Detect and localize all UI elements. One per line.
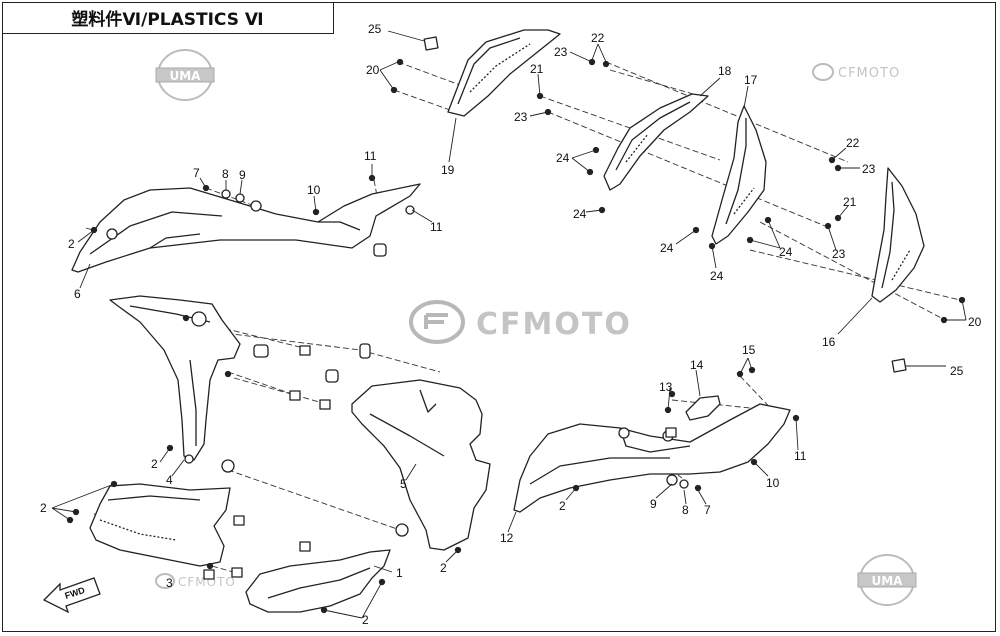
part-1-lower-center-panel <box>245 549 391 613</box>
callout-15: 15 <box>742 343 756 357</box>
callout-18: 18 <box>718 64 732 78</box>
callout-numbers: 25 20 19 22 23 21 23 18 17 24 24 22 23 2… <box>40 22 982 627</box>
callout-13: 13 <box>659 380 673 394</box>
callout-22: 22 <box>591 31 605 45</box>
cfmoto-logo-text: CFMOTO <box>838 66 900 81</box>
part-18-side-bracket <box>603 93 709 191</box>
callout-22: 22 <box>846 136 860 150</box>
callout-2: 2 <box>362 613 369 627</box>
callout-6: 6 <box>74 287 81 301</box>
cfmoto-logo-bottom-left: CFMOTO <box>155 573 236 589</box>
uma-badge-text: UMA <box>872 574 904 588</box>
part-19-inner-panel <box>447 29 561 117</box>
callout-20: 20 <box>366 63 380 77</box>
callout-21: 21 <box>530 62 544 76</box>
callout-23: 23 <box>832 247 846 261</box>
uma-badge-top-left: UMA <box>155 49 215 101</box>
callout-7: 7 <box>704 503 711 517</box>
callout-19: 19 <box>441 163 455 177</box>
callout-7: 7 <box>193 166 200 180</box>
callout-20: 20 <box>968 315 982 329</box>
callout-3: 3 <box>166 576 173 590</box>
leader-lines <box>51 30 967 619</box>
diagram-title: 塑料件Ⅵ/PLASTICS Ⅵ <box>2 2 334 34</box>
callout-2: 2 <box>40 501 47 515</box>
callout-11: 11 <box>794 449 807 463</box>
cfmoto-logo-center: CFMOTO <box>409 300 632 344</box>
uma-badge-text: UMA <box>170 69 202 83</box>
callout-10: 10 <box>766 476 780 490</box>
callout-24: 24 <box>710 269 724 283</box>
part-3-lower-front-cowl <box>89 483 231 567</box>
callout-9: 9 <box>650 497 657 511</box>
callout-2: 2 <box>440 561 447 575</box>
callout-2: 2 <box>151 457 158 471</box>
callout-10: 10 <box>307 183 321 197</box>
part-4-front-side-fairing <box>109 295 241 464</box>
callout-16: 16 <box>822 335 836 349</box>
callout-2: 2 <box>68 237 75 251</box>
callout-1: 1 <box>396 566 403 580</box>
callout-23: 23 <box>514 110 528 124</box>
callout-5: 5 <box>400 477 407 491</box>
callout-23: 23 <box>554 45 568 59</box>
callout-4: 4 <box>166 473 173 487</box>
callout-11: 11 <box>430 220 443 234</box>
part-14-small-bracket <box>685 395 721 421</box>
callout-24: 24 <box>556 151 570 165</box>
cfmoto-logo-text: CFMOTO <box>178 575 236 589</box>
callout-23: 23 <box>862 162 876 176</box>
callout-25: 25 <box>368 22 382 36</box>
callout-24: 24 <box>779 245 793 259</box>
callout-8: 8 <box>222 167 229 181</box>
part-5-middle-side-fairing <box>351 379 491 551</box>
fwd-direction-arrow: FWD <box>42 577 101 614</box>
callout-8: 8 <box>682 503 689 517</box>
callout-14: 14 <box>690 358 704 372</box>
part-12-rear-side-cover <box>513 403 791 513</box>
callout-2: 2 <box>559 499 566 513</box>
part-6-upper-side-cover <box>71 183 421 273</box>
cfmoto-logo-top-right: CFMOTO <box>812 63 900 81</box>
part-17-side-bracket <box>711 105 767 245</box>
callout-11: 11 <box>364 149 377 163</box>
callout-17: 17 <box>744 73 758 87</box>
callout-25: 25 <box>950 364 964 378</box>
uma-badge-bottom-right: UMA <box>857 554 917 606</box>
callout-24: 24 <box>660 241 674 255</box>
cfmoto-logo-text: CFMOTO <box>476 307 632 342</box>
callout-12: 12 <box>500 531 514 545</box>
callout-9: 9 <box>239 168 246 182</box>
callout-24: 24 <box>573 207 587 221</box>
callout-21: 21 <box>843 195 857 209</box>
part-16-inner-panel <box>871 167 925 303</box>
